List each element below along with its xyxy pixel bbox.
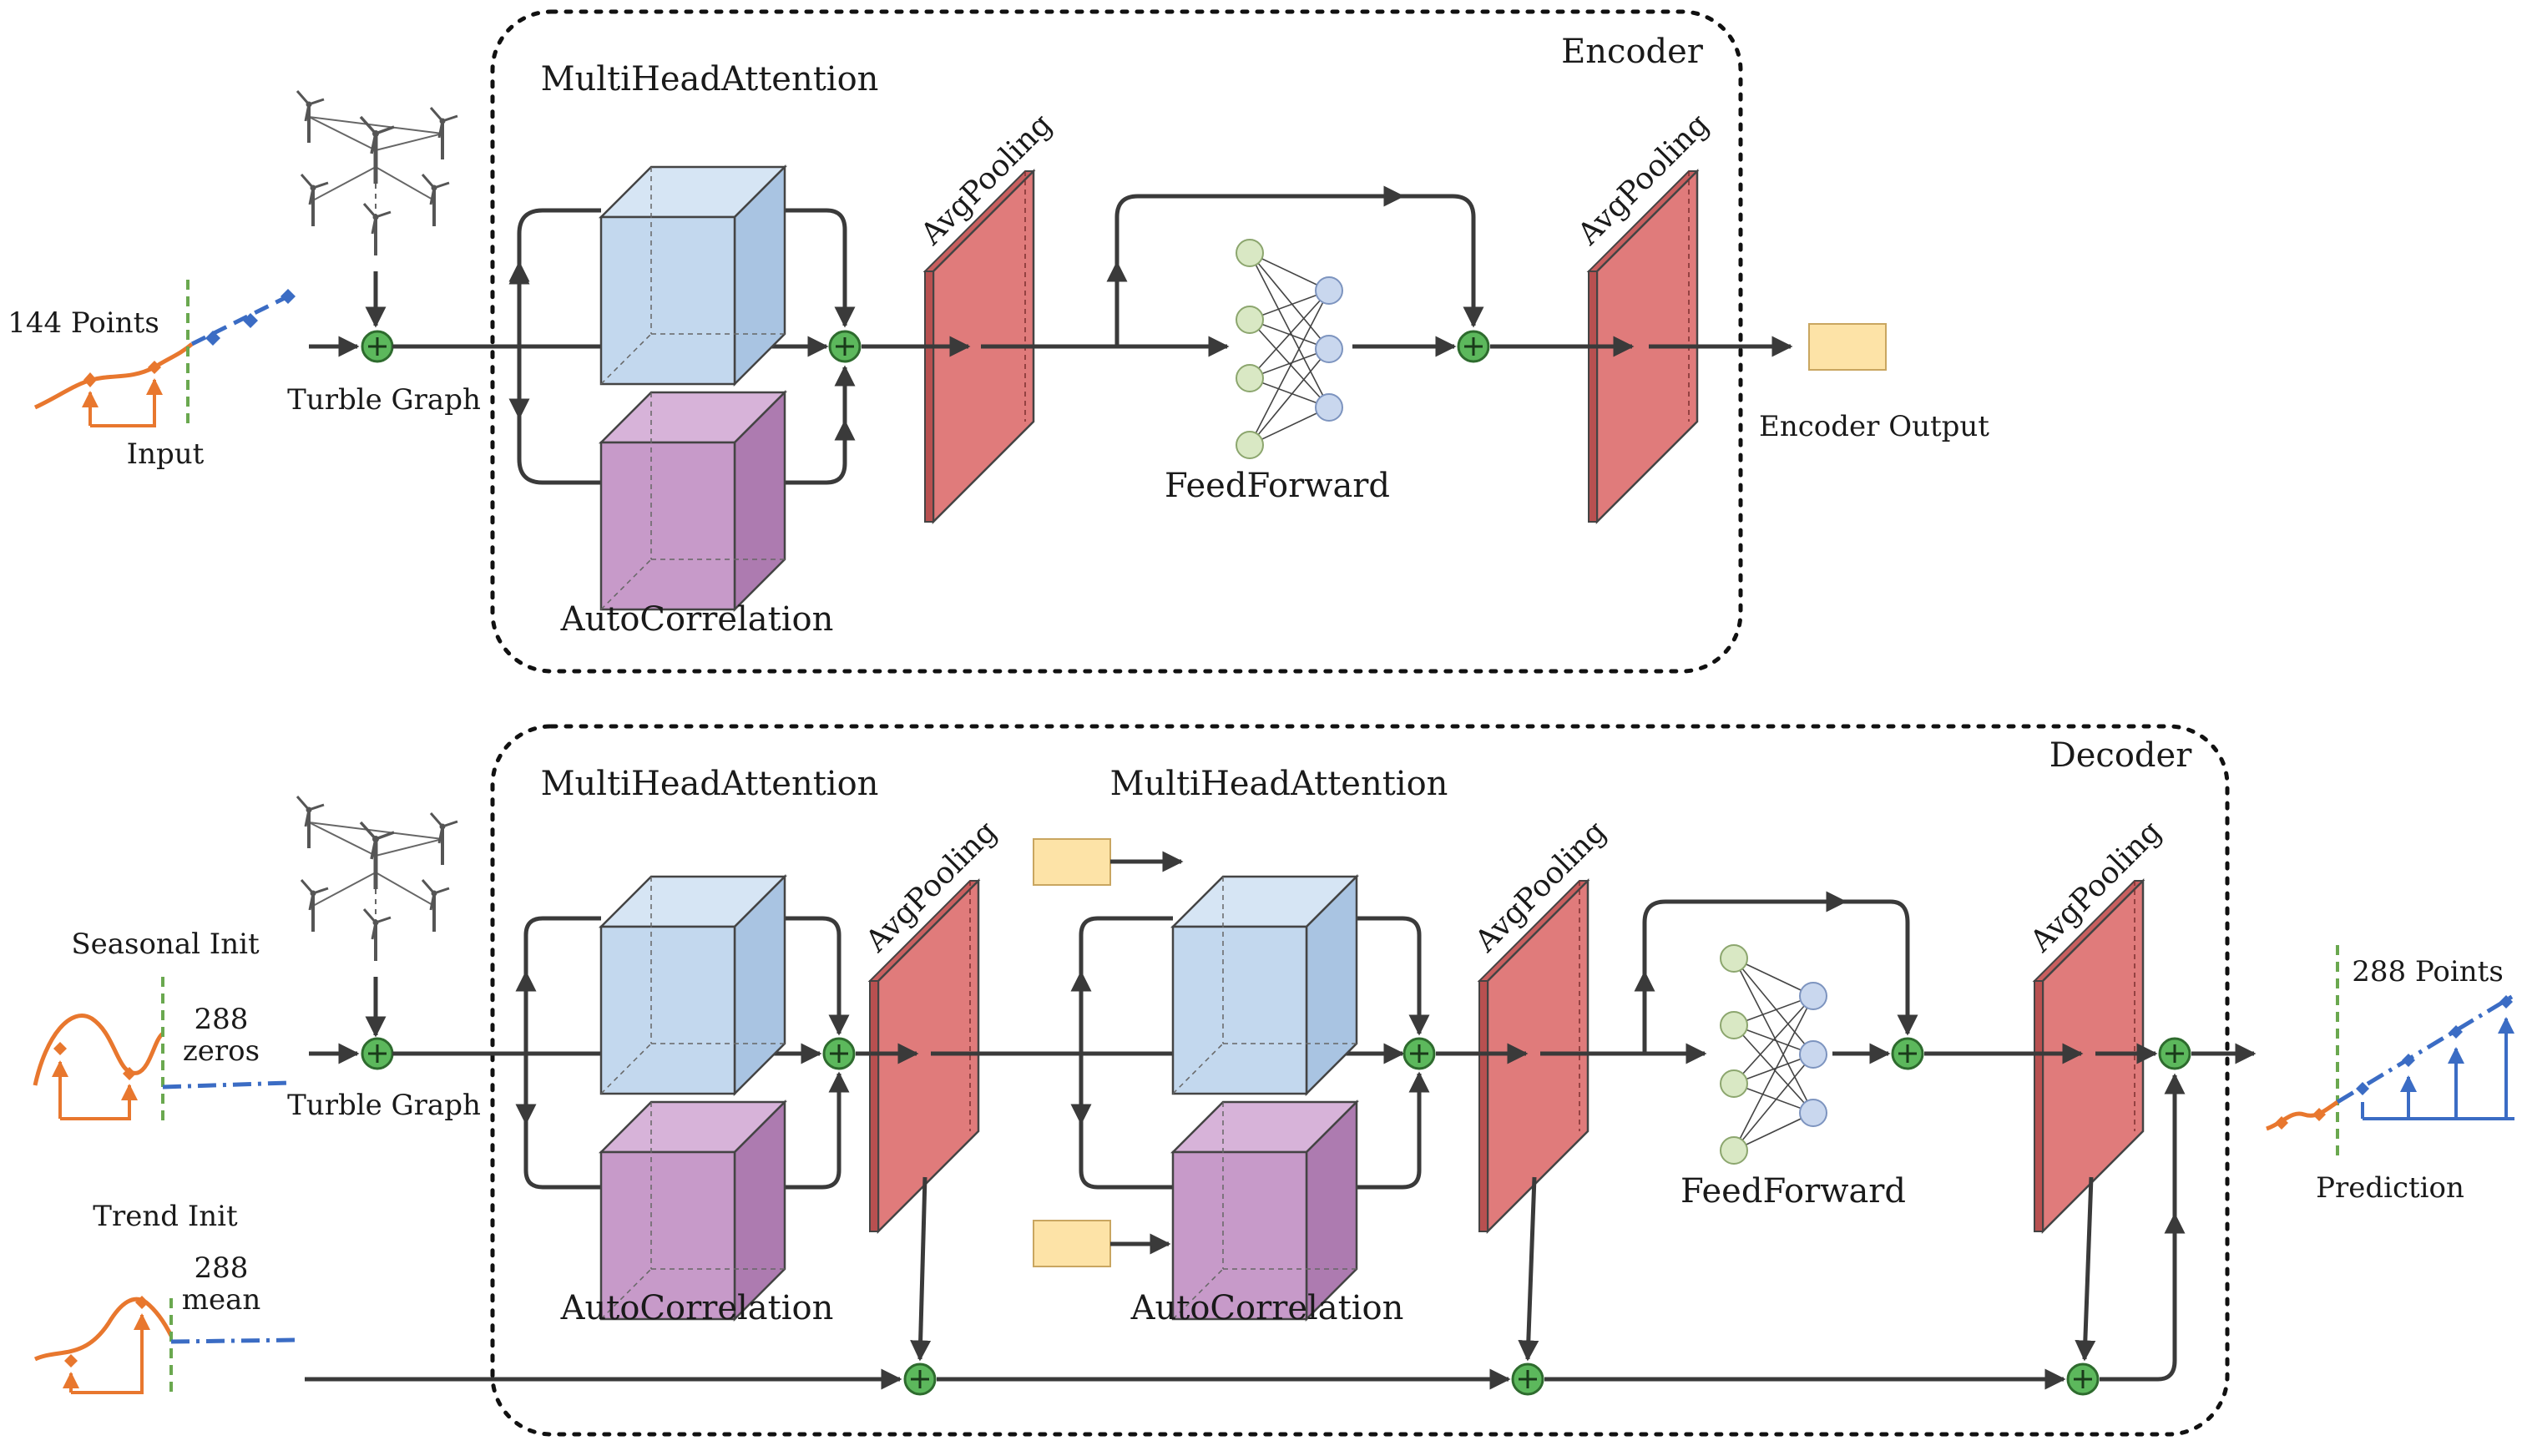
autocorrelation-cube <box>1171 1100 1358 1321</box>
add-node-icon <box>2158 1037 2191 1070</box>
seasonal-n: 288 <box>195 1003 249 1036</box>
add-node-icon <box>2066 1362 2100 1396</box>
encoder-block: Encoder 144 Points Input Turble Graph <box>8 9 1989 674</box>
wind-turbine-icon <box>297 91 457 255</box>
add-node-icon <box>361 330 394 363</box>
encoder-ac-label: AutoCorrelation <box>560 600 834 639</box>
trend-init-label: Trend Init <box>93 1200 238 1233</box>
wind-turbine-icon <box>297 796 457 961</box>
seasonal-init-label: Seasonal Init <box>71 928 260 961</box>
trend-fill: mean <box>182 1283 261 1317</box>
add-node-icon <box>361 1037 394 1070</box>
encoder-output-label: Encoder Output <box>1759 410 1989 443</box>
attention-cube <box>599 875 786 1095</box>
prediction-series: 288 Points Prediction <box>2266 945 2516 1205</box>
decoder-title: Decoder <box>2049 736 2193 775</box>
add-node-icon <box>903 1362 937 1396</box>
autocorrelation-cube <box>599 1100 786 1321</box>
decoder-mha2-label: MultiHeadAttention <box>1110 765 1448 803</box>
decoder-ac1-label: AutoCorrelation <box>560 1289 834 1327</box>
neural-network-icon <box>1720 944 1827 1165</box>
input-points-label: 144 Points <box>8 306 159 340</box>
trend-n: 288 <box>195 1251 249 1285</box>
add-node-icon <box>822 1037 856 1070</box>
encoder-input-series: 144 Points Input <box>8 280 296 471</box>
decoder-ac2-label: AutoCorrelation <box>1130 1289 1404 1327</box>
encoder-ff-label: FeedForward <box>1165 467 1390 505</box>
add-node-icon <box>1891 1037 1924 1070</box>
decoder-block: Decoder Seasonal Init 288 zeros Trend In… <box>33 724 2516 1437</box>
neural-network-icon <box>1236 239 1343 459</box>
decoder-graph-label: Turble Graph <box>287 1089 481 1122</box>
attention-cube <box>1171 875 1358 1095</box>
encoder-output-box <box>1808 323 1887 371</box>
encoder-output-box <box>1033 1220 1111 1267</box>
encoder-dotted-frame <box>490 9 1743 674</box>
encoder-output-box <box>1033 838 1111 886</box>
decoder-mha1-label: MultiHeadAttention <box>541 765 879 803</box>
prediction-label: Prediction <box>2316 1171 2464 1205</box>
add-node-icon <box>1402 1037 1436 1070</box>
autocorrelation-cube <box>599 391 786 611</box>
seasonal-init-series: Seasonal Init 288 zeros <box>33 928 289 1123</box>
attention-cube <box>599 165 786 386</box>
seasonal-fill: zeros <box>183 1034 260 1068</box>
add-node-icon <box>1511 1362 1544 1396</box>
encoder-mha-label: MultiHeadAttention <box>541 60 879 99</box>
trend-init-series: Trend Init 288 mean <box>33 1200 297 1396</box>
encoder-title: Encoder <box>1561 33 1704 71</box>
add-node-icon <box>828 330 862 363</box>
decoder-ff-label: FeedForward <box>1680 1172 1906 1211</box>
add-node-icon <box>1457 330 1490 363</box>
input-label: Input <box>127 437 205 471</box>
encoder-graph-label: Turble Graph <box>287 383 481 417</box>
prediction-points-label: 288 Points <box>2352 955 2504 988</box>
decoder-dotted-frame <box>490 724 2230 1437</box>
